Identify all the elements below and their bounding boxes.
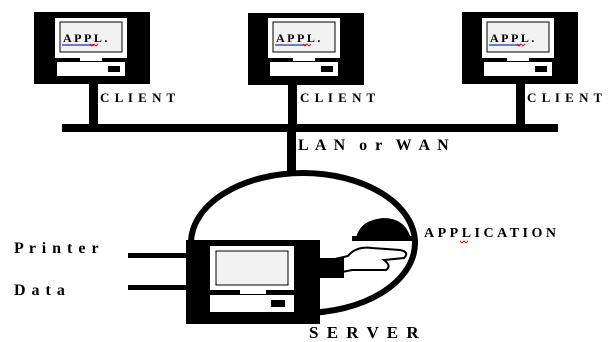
client-1-label: C L I E N T [100,90,176,105]
server-stand [240,290,266,294]
client-3-cpu [484,62,552,76]
application-squiggle [459,240,469,244]
client-1-screen-text: APPL. [63,31,110,45]
network-label: L A N o r W A N [298,137,451,154]
sleeve [318,258,344,278]
server-screen [215,250,289,286]
tray [352,236,416,241]
client-3: APPL. C L I E N T [462,12,603,105]
server-drive [271,300,285,307]
client-3-screen [486,21,550,53]
client-1-cpu [57,62,125,76]
printer-line [128,253,191,258]
client-3-squiggle [516,43,526,47]
application-label: APPLICATION [424,226,559,241]
client-3-stand [507,58,529,61]
client-2-drive [321,66,333,72]
server-drop [287,132,296,174]
data-label: D a t a [14,282,66,299]
client-1: APPL. C L I E N T [34,12,176,105]
client-2: APPL. C L I E N T [248,13,376,105]
client-1-squiggle [89,43,99,47]
client-2-stand [293,58,315,61]
server-cpu [210,295,294,312]
client-2-screen-text: APPL. [276,31,323,45]
serving-hand-icon [318,218,416,278]
client-1-screen [59,21,123,53]
client-2-cpu [270,62,338,76]
printer-label: P r i n t e r [14,240,100,257]
client-3-drive [535,66,547,72]
data-line [128,285,191,290]
tray-dome [356,218,410,238]
client-1-drop [89,82,98,126]
client-2-squiggle [302,43,312,47]
client-1-drive [108,66,120,72]
client-3-label: C L I E N T [527,90,603,105]
client-2-screen [272,21,336,53]
client-3-screen-text: APPL. [490,31,537,45]
client-1-stand [80,58,102,61]
client-2-drop [288,82,297,126]
network-bus [62,124,558,132]
server-label: S E R V E R [309,323,421,342]
client-3-drop [516,82,525,126]
client-2-label: C L I E N T [300,90,376,105]
server [186,240,320,324]
